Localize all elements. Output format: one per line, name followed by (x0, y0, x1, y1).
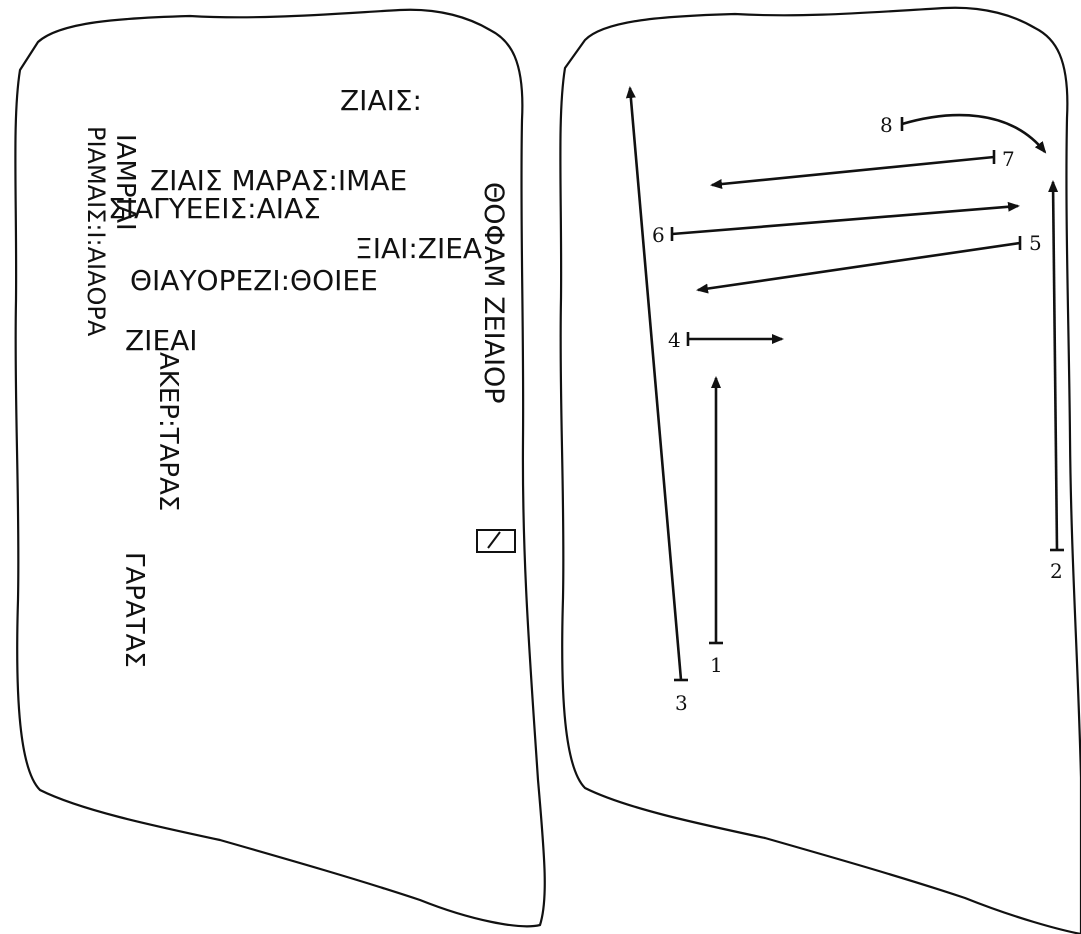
order-label-8: 8 (880, 113, 893, 137)
order-label-6: 6 (652, 223, 665, 247)
order-label-2: 2 (1050, 559, 1063, 583)
inscription-line: ΘΙΑΥΟΡΕΖΙ:ΘΟΙΕΕ (130, 264, 378, 297)
inscription-line: ΞΙΑΙ:ΖΙΕΑ (355, 232, 482, 265)
order-label-3: 3 (675, 691, 688, 715)
order-label-4: 4 (668, 328, 681, 352)
inscription-line: ΖΙΑΙΣ ΜΑΡΑΣ:ΙΜΑΕ (150, 164, 407, 197)
order-label-1: 1 (710, 653, 723, 677)
inscription-line: ΘΟΦΑΜ ΖΕΙΑΙΟΡ (478, 182, 509, 404)
inscription-line: ΓΑΡΑΤΑΣ (119, 552, 149, 668)
order-label-7: 7 (1002, 147, 1015, 171)
order-label-5: 5 (1029, 231, 1042, 255)
inscription-line: ΡΙΑΜΑΙΣ:Ι:ΑΙΑΟΡΑ (82, 126, 110, 337)
inscription-line: ΑΚΕΡ:ΤΑΡΑΣ (153, 352, 183, 511)
inscription-line: ΖΙΑΙΣ: (340, 84, 422, 117)
